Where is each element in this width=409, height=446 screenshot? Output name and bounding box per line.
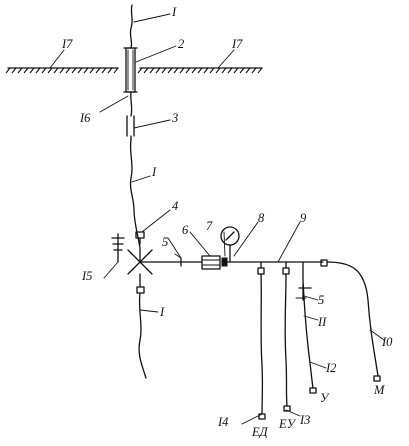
pipe-vertical-middle bbox=[130, 91, 133, 117]
pipe-vertical-lower bbox=[129, 139, 141, 263]
ground-surface-right bbox=[137, 67, 263, 74]
cable-14 bbox=[260, 273, 264, 415]
label-5-right: 5 bbox=[318, 293, 324, 307]
label-3: 3 bbox=[171, 111, 178, 125]
label-5-left: 5 bbox=[162, 235, 168, 249]
label-11: II bbox=[317, 315, 327, 329]
casing-sleeve bbox=[123, 47, 138, 93]
label-17-left: I7 bbox=[61, 37, 73, 51]
earthing-electrode bbox=[111, 233, 125, 263]
label-end-m: М bbox=[373, 383, 385, 397]
terminal-m bbox=[373, 375, 381, 382]
label-1-top: I bbox=[171, 5, 177, 19]
label-8: 8 bbox=[258, 211, 265, 225]
label-13: I3 bbox=[299, 413, 310, 427]
fitting-5-right bbox=[295, 283, 312, 301]
label-10: I0 bbox=[381, 335, 393, 349]
label-14: I4 bbox=[217, 415, 228, 429]
ground-surface-left bbox=[5, 67, 119, 74]
label-4: 4 bbox=[172, 199, 178, 213]
label-end-ev: ЕУ bbox=[278, 417, 297, 431]
label-7: 7 bbox=[206, 219, 213, 233]
coupling-joint bbox=[126, 115, 135, 141]
label-end-ed: ЕД bbox=[251, 425, 269, 439]
label-1-bottom: I bbox=[159, 305, 165, 319]
fitting-lower bbox=[136, 273, 145, 294]
terminal-box-1 bbox=[257, 261, 265, 275]
pipe-vertical-bottom bbox=[138, 292, 147, 379]
junction-cross bbox=[103, 249, 153, 279]
terminal-box-2 bbox=[282, 261, 290, 275]
cable-13 bbox=[284, 273, 288, 407]
pipe-vertical-top bbox=[129, 4, 133, 49]
cable-12 bbox=[302, 261, 314, 389]
fitting-4 bbox=[135, 231, 145, 245]
terminal-y bbox=[309, 387, 317, 394]
label-end-y: У bbox=[320, 391, 330, 405]
fitting-5-left bbox=[174, 253, 182, 267]
label-12: I2 bbox=[325, 361, 336, 375]
label-9: 9 bbox=[300, 211, 307, 225]
terminal-box-3 bbox=[320, 259, 328, 267]
terminal-ev bbox=[283, 405, 291, 412]
label-17-right: I7 bbox=[231, 37, 243, 51]
device-6 bbox=[201, 255, 221, 270]
leader-lines bbox=[49, 13, 385, 425]
cable-10 bbox=[326, 261, 379, 377]
label-2: 2 bbox=[178, 37, 184, 51]
label-6: 6 bbox=[182, 223, 189, 237]
gauge-meter bbox=[220, 226, 240, 267]
label-1-mid: I bbox=[151, 165, 157, 179]
label-16: I6 bbox=[79, 111, 91, 125]
label-15: I5 bbox=[81, 269, 92, 283]
